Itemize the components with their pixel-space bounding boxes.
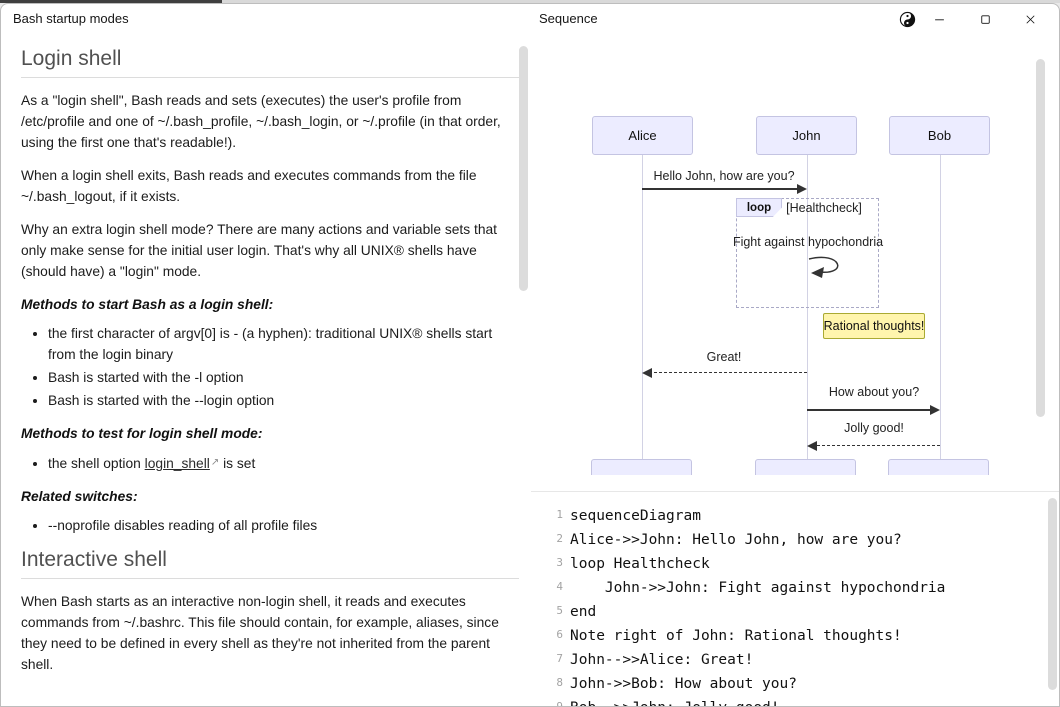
markdown-preview-pane[interactable]: Login shell As a "login shell", Bash rea… <box>21 41 519 675</box>
theme-toggle-button[interactable] <box>894 6 920 32</box>
message-label: How about you? <box>828 385 920 399</box>
diagram-pane-scrollbar[interactable] <box>1036 59 1045 417</box>
pane-divider <box>531 491 1059 492</box>
bullet-list-methods-test: the shell option login_shell↗ is set <box>21 452 519 474</box>
message-label: Fight against hypochondria <box>732 235 884 249</box>
code-text: end <box>570 604 597 620</box>
loop-label: loop <box>736 198 782 217</box>
list-item-text: is set <box>219 456 256 471</box>
subheading-methods-test: Methods to test for login shell mode: <box>21 426 263 441</box>
line-number: 4 <box>556 580 563 593</box>
section-heading-login-shell: Login shell <box>21 45 519 78</box>
maximize-button[interactable] <box>972 6 998 32</box>
login-shell-link[interactable]: login_shell <box>144 456 210 471</box>
arrowhead <box>642 368 652 378</box>
actor-box-alice: Alice <box>592 116 693 155</box>
lifeline-alice <box>642 155 643 459</box>
paragraph: Why an extra login shell mode? There are… <box>21 222 497 279</box>
code-line: 9 Bob-->>John: Jolly good! <box>531 697 1045 706</box>
paragraph: When a login shell exits, Bash reads and… <box>21 168 477 204</box>
message-arrow <box>807 409 932 411</box>
line-number: 2 <box>556 532 563 545</box>
message-label: Jolly good! <box>844 421 904 435</box>
code-line: 3 loop Healthcheck <box>531 553 1045 577</box>
code-line: 8 John->>Bob: How about you? <box>531 673 1045 697</box>
code-text: Bob-->>John: Jolly good! <box>570 697 780 706</box>
code-text: sequenceDiagram <box>570 508 701 524</box>
list-item: the shell option login_shell↗ is set <box>48 452 519 474</box>
sequence-diagram-canvas: Alice John Bob Hello John, how are you? … <box>531 41 1033 475</box>
subheading-related-switches: Related switches: <box>21 489 138 504</box>
code-line: 2 Alice->>John: Hello John, how are you? <box>531 529 1045 553</box>
arrowhead <box>930 405 940 415</box>
code-line: 7 John-->>Alice: Great! <box>531 649 1045 673</box>
message-label: Great! <box>706 350 742 364</box>
code-line: 4 John->>John: Fight against hypochondri… <box>531 577 1045 601</box>
close-button[interactable] <box>1017 6 1043 32</box>
code-text: John->>Bob: How about you? <box>570 676 797 692</box>
subheading-methods-start: Methods to start Bash as a login shell: <box>21 297 274 312</box>
line-number: 1 <box>556 508 563 521</box>
list-item: Bash is started with the --login option <box>48 390 519 411</box>
app-window: Bash startup modes Sequence <box>0 3 1060 707</box>
code-pane-scrollbar[interactable] <box>1048 498 1057 690</box>
code-text: Note right of John: Rational thoughts! <box>570 628 902 644</box>
external-link-icon: ↗ <box>210 457 220 468</box>
mermaid-code-editor[interactable]: 1 sequenceDiagram 2 Alice->>John: Hello Jo… <box>531 493 1045 706</box>
left-pane-scrollbar[interactable] <box>519 46 528 291</box>
actor-box-alice-bottom <box>591 459 692 475</box>
actor-box-bob: Bob <box>889 116 990 155</box>
yin-yang-icon <box>899 11 916 28</box>
code-text: Alice->>John: Hello John, how are you? <box>570 532 902 548</box>
code-line: 1 sequenceDiagram <box>531 505 1045 529</box>
line-number: 5 <box>556 604 563 617</box>
line-number: 9 <box>531 697 563 706</box>
close-icon <box>1023 12 1038 27</box>
lifeline-bob <box>940 155 941 459</box>
section-heading-interactive-shell: Interactive shell <box>21 546 519 579</box>
arrowhead <box>797 184 807 194</box>
code-text: John-->>Alice: Great! <box>570 652 754 668</box>
minimize-button[interactable] <box>926 6 952 32</box>
document-title: Bash startup modes <box>13 11 129 26</box>
background-window-strip <box>0 0 1060 3</box>
list-item: --noprofile disables reading of all prof… <box>48 515 519 536</box>
line-number: 3 <box>556 556 563 569</box>
message-arrow <box>642 188 799 190</box>
actor-box-john-bottom <box>755 459 856 475</box>
maximize-icon <box>978 12 993 27</box>
diagram-title: Sequence <box>539 11 598 26</box>
list-item-text: the shell option <box>48 456 145 471</box>
line-number: 8 <box>556 676 563 689</box>
paragraph: When Bash starts as an interactive non-l… <box>21 594 499 672</box>
actor-box-bob-bottom <box>888 459 989 475</box>
actor-box-john: John <box>756 116 857 155</box>
loop-condition: [Healthcheck] <box>786 201 862 215</box>
code-text: loop Healthcheck <box>570 556 710 572</box>
code-line: 6 Note right of John: Rational thoughts! <box>531 625 1045 649</box>
minimize-icon <box>932 12 947 27</box>
bullet-list-methods-start: the first character of argv[0] is - (a h… <box>21 323 519 411</box>
line-number: 6 <box>556 628 563 641</box>
self-loop-arrow <box>808 256 839 278</box>
loop-frame <box>736 198 879 308</box>
paragraph: As a "login shell", Bash reads and sets … <box>21 93 501 150</box>
line-number: 7 <box>556 652 563 665</box>
bullet-list-related: --noprofile disables reading of all prof… <box>21 515 519 536</box>
code-text: John->>John: Fight against hypochondria <box>570 580 946 596</box>
list-item: the first character of argv[0] is - (a h… <box>48 323 519 365</box>
note-box: Rational thoughts! <box>823 313 925 339</box>
arrowhead <box>807 441 817 451</box>
list-item: Bash is started with the -l option <box>48 367 519 388</box>
message-arrow <box>644 372 807 373</box>
message-arrow <box>817 445 940 446</box>
code-line: 5 end <box>531 601 1045 625</box>
message-label: Hello John, how are you? <box>653 169 795 183</box>
